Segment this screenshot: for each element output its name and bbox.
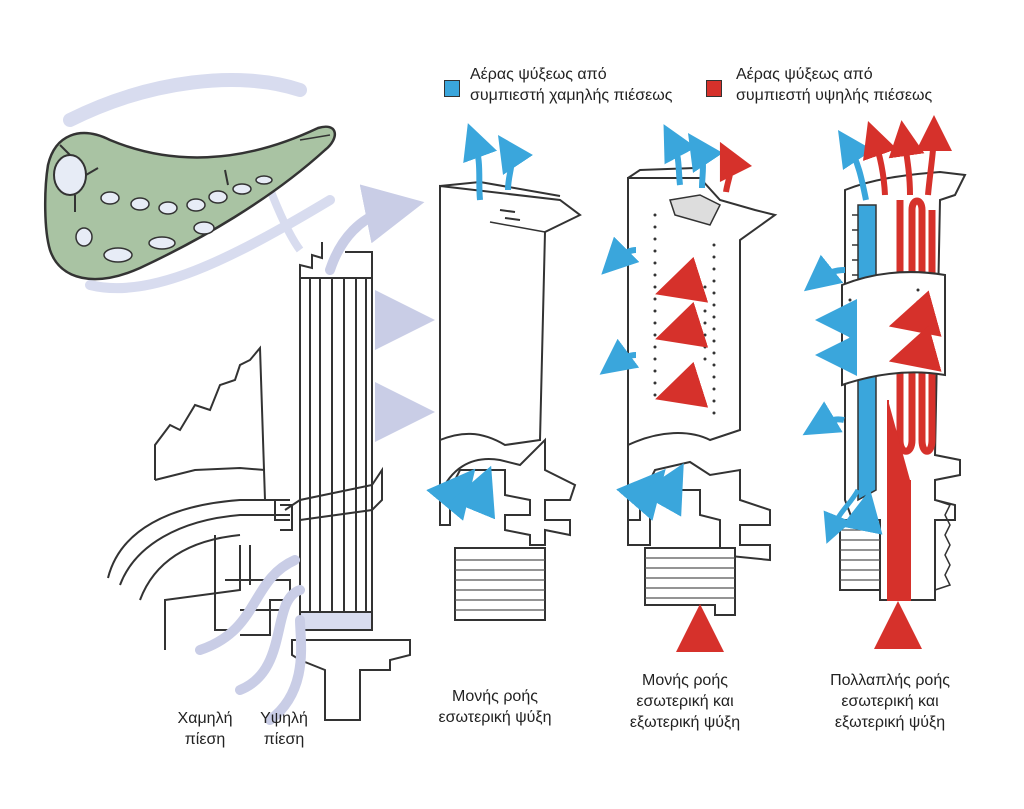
legend-low-pressure-text: Αέρας ψύξεως από συμπιεστή χαμηλής πιέσε… — [470, 64, 690, 106]
legend-low-line1: Αέρας ψύξεως από — [470, 66, 607, 83]
label-single-int-ext-line1: Μονής ροής — [642, 672, 728, 689]
label-single-internal: Μονής ροής εσωτερική ψύξη — [425, 686, 565, 728]
legend-low-pressure-swatch — [444, 80, 460, 97]
airfoil-cross-section — [43, 73, 336, 294]
label-multi-int-ext: Πολλαπλής ροής εσωτερική και εξωτερική ψ… — [815, 670, 965, 733]
label-high-pressure-line2: πίεση — [263, 731, 305, 748]
label-low-pressure-line1: Χαμηλή — [177, 710, 233, 727]
label-single-internal-line1: Μονής ροής — [452, 688, 538, 705]
stage-air-flow — [195, 184, 435, 725]
blade-multi-internal-external — [802, 115, 967, 649]
label-high-pressure-line1: Υψηλή — [260, 710, 308, 727]
blade-single-internal-external — [599, 124, 778, 652]
label-single-internal-line2: εσωτερική ψύξη — [438, 709, 552, 726]
label-multi-int-ext-line1: Πολλαπλής ροής — [830, 672, 950, 689]
legend-high-pressure-swatch — [706, 80, 722, 97]
label-single-int-ext-line3: εξωτερική ψύξη — [629, 714, 741, 731]
turbine-stage-assembly — [107, 242, 411, 721]
label-single-int-ext: Μονής ροής εσωτερική και εξωτερική ψύξη — [615, 670, 755, 733]
legend-high-pressure-text: Αέρας ψύξεως από συμπιεστή υψηλής πιέσεω… — [736, 64, 966, 106]
label-low-pressure: Χαμηλή πίεση — [165, 708, 245, 750]
label-multi-int-ext-line2: εσωτερική και — [841, 693, 939, 710]
label-low-pressure-line2: πίεση — [184, 731, 226, 748]
label-high-pressure: Υψηλή πίεση — [244, 708, 324, 750]
legend-low-line2: συμπιεστή χαμηλής πιέσεως — [470, 87, 673, 104]
legend-high-line1: Αέρας ψύξεως από — [736, 66, 873, 83]
blade-single-internal — [426, 123, 582, 621]
legend-high-line2: συμπιεστή υψηλής πιέσεως — [736, 87, 933, 104]
label-multi-int-ext-line3: εξωτερική ψύξη — [834, 714, 946, 731]
label-single-int-ext-line2: εσωτερική και — [636, 693, 734, 710]
